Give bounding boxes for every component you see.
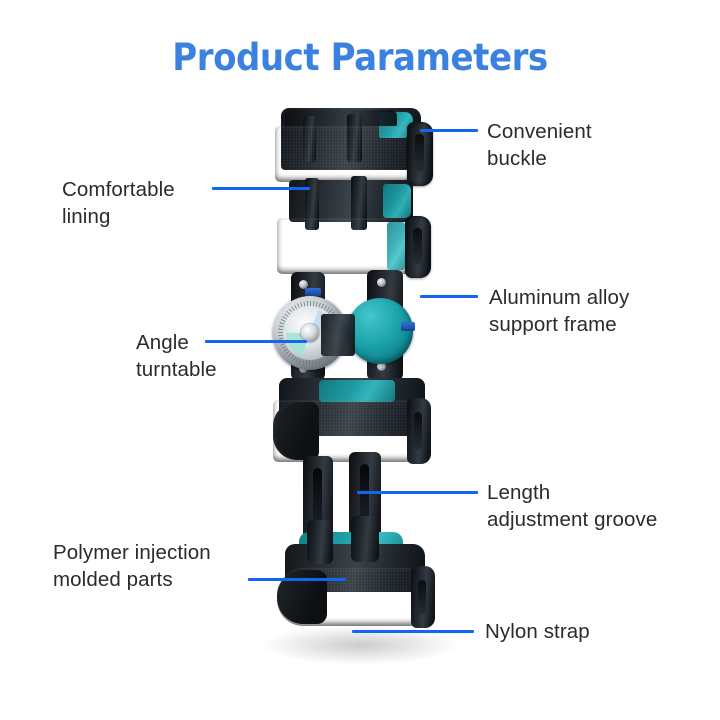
label-nylon-strap: Nylon strap [485, 620, 590, 643]
frame-lining-accent-1 [383, 184, 411, 218]
connector-polymer-injection-molded-parts [248, 578, 346, 581]
buckle-1-slot [415, 134, 424, 172]
hinge-rivet-right-bottom [377, 362, 386, 371]
nylon-strap-buckle-slot [418, 580, 426, 614]
hinge-rivet-left-top [299, 280, 308, 289]
length-adjust-groove-right [360, 464, 369, 526]
label-convenient-buckle: Convenient buckle [487, 120, 592, 170]
strap-band-1 [275, 126, 423, 182]
angle-lock-tab-right[interactable] [401, 322, 415, 331]
angle-turntable-hub[interactable] [301, 324, 319, 342]
lower-strut-left-end [307, 520, 333, 564]
strap-2-lining-peek [387, 222, 405, 270]
buckle-2-slot [413, 228, 422, 264]
connector-angle-turntable [205, 340, 307, 343]
label-length-adjustment-groove: Length adjustment groove [487, 481, 658, 531]
angle-lock-tab-left[interactable] [305, 288, 321, 296]
label-comfortable-lining: Comfortable lining [62, 178, 175, 228]
velcro-flap-3[interactable] [273, 402, 319, 460]
hinge-connector-bar [321, 314, 355, 356]
buckle-3-slot [414, 412, 422, 450]
label-angle-turntable: Angle turntable [136, 331, 217, 381]
aluminum-upright-right-upper [351, 176, 367, 230]
upper-shell-edge [285, 110, 397, 126]
connector-aluminum-alloy-support-frame [420, 295, 478, 298]
connector-nylon-strap [352, 630, 474, 633]
label-polymer-injection-molded-parts: Polymer injection molded parts [53, 541, 211, 591]
lower-strut-right-end [351, 516, 379, 562]
lower-lining-accent [319, 380, 395, 402]
hinge-rivet-right-top [377, 278, 386, 287]
connector-comfortable-lining [212, 187, 310, 190]
label-aluminum-alloy-support-frame: Aluminum alloy support frame [489, 286, 630, 336]
length-adjust-groove-left [313, 468, 322, 526]
product-image-knee-brace [255, 100, 465, 665]
connector-length-adjustment-groove [357, 491, 478, 494]
page-title: Product Parameters [172, 36, 548, 79]
hinge-cover-teal [347, 298, 413, 364]
upper-inner-strut-right [347, 114, 362, 162]
connector-convenient-buckle [420, 129, 478, 132]
aluminum-upright-left-upper [305, 178, 319, 230]
upper-inner-strut-left [303, 116, 316, 162]
